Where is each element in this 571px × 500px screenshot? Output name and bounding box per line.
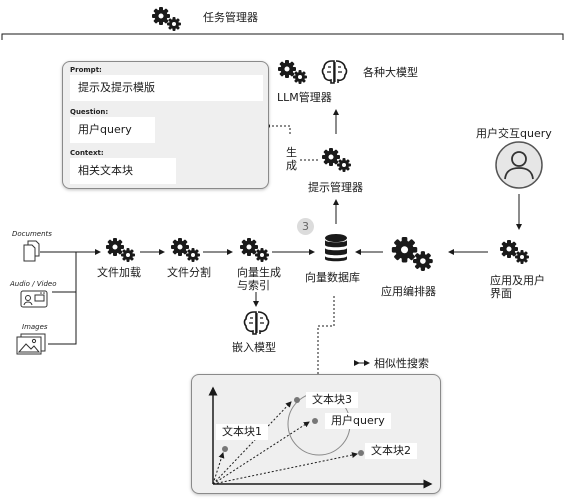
- generate-label: 生 成: [286, 146, 297, 172]
- similarity-search-label: 相似性搜索: [374, 357, 429, 370]
- user-query-label: 用户交互query: [476, 127, 552, 140]
- documents-icon: [23, 240, 40, 262]
- similarity-plot: [208, 386, 433, 489]
- images-connector: [48, 292, 77, 345]
- llm-brain-icon: [321, 60, 348, 84]
- audio-video-icon: [20, 290, 48, 308]
- chunk2-label: 文本块2: [365, 443, 417, 459]
- task-manager-title: 任务管理器: [203, 11, 258, 24]
- context-value: 相关文本块: [70, 158, 176, 184]
- file-load-gear-icon: [106, 238, 135, 262]
- prompt-template-panel: Prompt: 提示及提示模版 Question: 用户query Contex…: [62, 61, 269, 189]
- point-chunk3: [294, 397, 300, 403]
- user-avatar-icon: [495, 141, 543, 189]
- app-ui-gear-icon: [500, 240, 529, 264]
- images-label: Images: [22, 323, 48, 331]
- documents-label: Documents: [12, 230, 52, 238]
- chunk1-label: 文本块1: [216, 424, 268, 440]
- embedding-model-label: 嵌入模型: [232, 341, 276, 354]
- db-to-similarity-dashed: [317, 296, 335, 377]
- task-manager-bracket: [1, 33, 564, 40]
- audio-video-label: Audio / Video: [10, 280, 57, 288]
- vector-db-icon: [325, 234, 347, 262]
- prompt-value: 提示及提示模版: [70, 75, 263, 101]
- file-split-label: 文件分割: [167, 266, 211, 279]
- step-badge: 3: [297, 218, 314, 235]
- point-chunk1: [222, 446, 228, 452]
- app-orchestrator-label: 应用编排器: [381, 285, 436, 298]
- query-label: 用户query: [325, 413, 391, 429]
- images-icon: [16, 333, 46, 355]
- point-query: [312, 418, 318, 424]
- chunk3-label: 文本块3: [306, 392, 358, 408]
- embedding-brain-icon: [243, 311, 270, 335]
- prompt-manager-gear-icon: [322, 148, 351, 172]
- question-label: Question:: [70, 108, 109, 116]
- question-value: 用户query: [70, 117, 155, 143]
- llm-gear-icon: [278, 60, 307, 84]
- context-label: Context:: [70, 149, 104, 157]
- file-load-label: 文件加载: [97, 266, 141, 279]
- prompt-manager-label: 提示管理器: [308, 181, 363, 194]
- file-split-gear-icon: [171, 238, 200, 262]
- vector-db-label: 向量数据库: [305, 271, 360, 284]
- vector-index-label: 向量生成 与索引: [237, 266, 281, 292]
- generate-dashed-link: [268, 125, 318, 161]
- vector-index-gear-icon: [240, 238, 269, 262]
- llm-models-label: 各种大模型: [363, 66, 418, 79]
- app-ui-label: 应用及用户 界面: [490, 274, 545, 300]
- prompt-label: Prompt:: [70, 66, 102, 74]
- llm-manager-label: LLM管理器: [277, 91, 332, 104]
- point-chunk2: [358, 450, 364, 456]
- task-manager-gear-icon: [152, 7, 181, 31]
- app-orchestrator-gear-icon: [391, 237, 433, 271]
